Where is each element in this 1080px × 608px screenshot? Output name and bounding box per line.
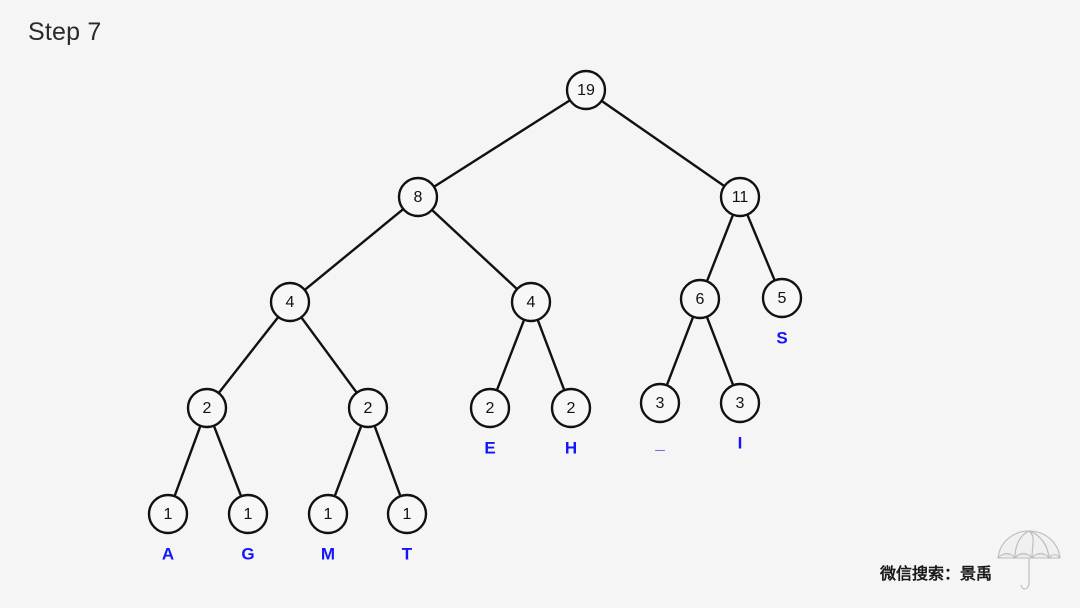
tree-leaf-label: A — [162, 545, 174, 564]
tree-node: 6 — [679, 278, 721, 320]
tree-node-circle — [147, 493, 189, 535]
tree-node-circle — [347, 387, 389, 429]
tree-edge — [303, 207, 405, 292]
tree-edge — [536, 318, 566, 392]
tree-node-circle — [469, 387, 511, 429]
watermark: 微信搜索：景禹 — [880, 528, 1064, 594]
tree-node-value: 3 — [736, 395, 745, 412]
tree-edge — [495, 318, 526, 392]
tree-node-value: 1 — [324, 506, 333, 523]
tree-node-value: 4 — [527, 294, 536, 311]
tree-node: 4 — [269, 281, 311, 323]
tree-node: 1 — [386, 493, 428, 535]
tree-node-circle — [186, 387, 228, 429]
tree-node-circle — [565, 69, 607, 111]
tree-leaf-labels: S E H _ I A G M T — [162, 329, 788, 564]
tree-node-value: 1 — [244, 506, 253, 523]
tree-node: 2 — [469, 387, 511, 429]
tree-node-value: 5 — [778, 290, 787, 307]
tree-leaf-label: _ — [654, 434, 665, 453]
tree-leaf-label: T — [402, 545, 413, 564]
tree-node-value: 2 — [364, 400, 373, 417]
tree-node-circle — [719, 382, 761, 424]
tree-edge — [212, 424, 243, 498]
tree-node-circle — [550, 387, 592, 429]
tree-node: 3 — [719, 382, 761, 424]
tree-edge — [746, 213, 776, 282]
watermark-text: 微信搜索：景禹 — [879, 564, 992, 583]
tree-node: 5 — [761, 277, 803, 319]
tree-edge — [300, 316, 358, 394]
tree-node-circle — [386, 493, 428, 535]
tree-leaf-label: H — [565, 439, 577, 458]
tree-node-value: 6 — [696, 291, 705, 308]
tree-node-value: 2 — [203, 400, 212, 417]
tree-node: 2 — [550, 387, 592, 429]
tree-node: 8 — [397, 176, 439, 218]
tree-node-circle — [679, 278, 721, 320]
tree-leaf-label: E — [484, 439, 495, 458]
tree-node-circle — [761, 277, 803, 319]
tree-node: 2 — [347, 387, 389, 429]
tree-node-circle — [307, 493, 349, 535]
tree-node-value: 2 — [567, 400, 576, 417]
tree-edge — [665, 315, 695, 387]
tree-edge — [705, 315, 735, 387]
tree-node: 1 — [147, 493, 189, 535]
tree-leaf-label: I — [738, 434, 743, 453]
umbrella-icon — [997, 530, 1061, 590]
tree-edge — [217, 315, 280, 395]
tree-edge — [705, 213, 735, 283]
tree-node-circle — [510, 281, 552, 323]
tree-node-value: 19 — [577, 82, 595, 99]
tree-node-circle — [269, 281, 311, 323]
tree-node-value: 4 — [286, 294, 295, 311]
tree-node-circle — [227, 493, 269, 535]
tree-node-value: 8 — [414, 189, 423, 206]
tree-node: 1 — [307, 493, 349, 535]
tree-node-value: 2 — [486, 400, 495, 417]
tree-edge — [173, 424, 202, 498]
tree-edges — [173, 99, 776, 498]
tree-node-circle — [397, 176, 439, 218]
tree-node: 3 — [639, 382, 681, 424]
tree-node: 1 — [227, 493, 269, 535]
tree-edge — [600, 99, 726, 188]
tree-node-value: 1 — [403, 506, 412, 523]
tree-node: 19 — [565, 69, 607, 111]
tree-edge — [333, 424, 363, 498]
tree-node-value: 3 — [656, 395, 665, 412]
tree-leaf-label: G — [241, 545, 254, 564]
tree-node-circle — [719, 176, 761, 218]
tree-node: 2 — [186, 387, 228, 429]
tree-node-value: 1 — [164, 506, 173, 523]
tree-node: 11 — [719, 176, 761, 218]
tree-edge — [430, 208, 519, 291]
page-title: Step 7 — [28, 18, 102, 46]
tree-edge — [373, 424, 402, 498]
tree-edge — [432, 99, 572, 188]
tree-leaf-label: M — [321, 545, 335, 564]
tree-node-circle — [639, 382, 681, 424]
tree-node-value: 11 — [732, 189, 749, 206]
tree-leaf-label: S — [776, 329, 787, 348]
tree-node: 4 — [510, 281, 552, 323]
